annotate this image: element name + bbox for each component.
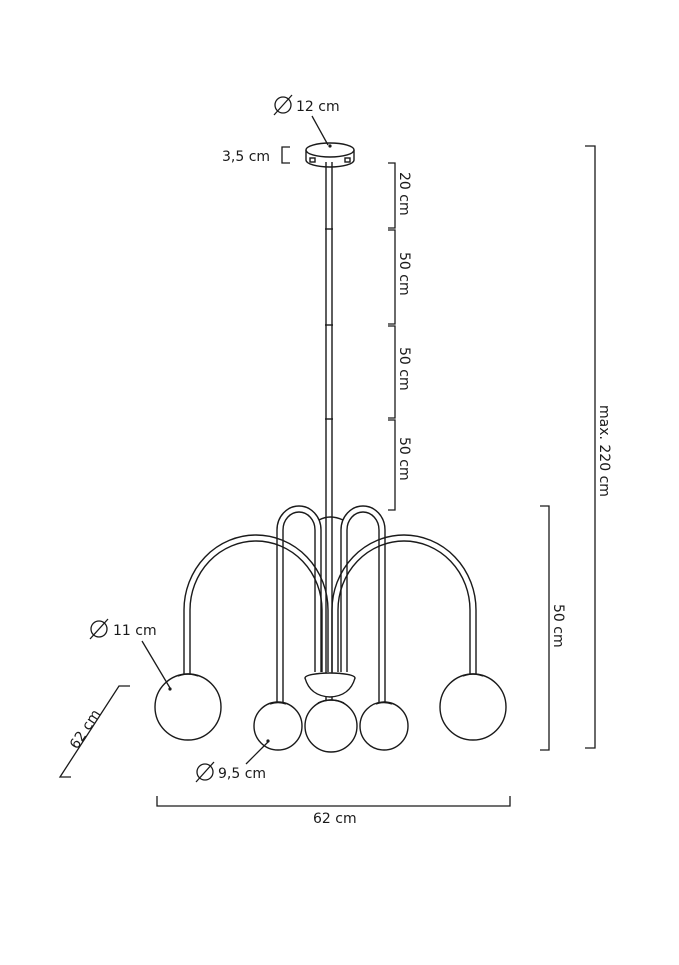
globe-large-right [439,673,507,741]
globe-center [304,697,358,753]
rod-segment-4-label: 50 cm [396,437,412,481]
large-globe-diameter-label: 11 cm [113,623,157,639]
small-globe-diameter-annotation: 9,5 cm [195,739,270,783]
lamp-arms [183,505,477,704]
canopy-diameter-label: 12 cm [296,99,340,115]
width-dimension: 62 cm [156,796,511,827]
ceiling-canopy [305,142,355,168]
rod-segment-2-label: 50 cm [396,252,412,296]
canopy-diameter-annotation: 12 cm [273,94,340,146]
bottom-cup [304,672,356,698]
body-height-label: 50 cm [550,604,566,648]
canopy-height-annotation: 3,5 cm [222,146,290,165]
width-label: 62 cm [313,811,357,827]
diameter-icon [273,94,293,116]
body-height-dimension: 50 cm [540,505,566,751]
depth-dimension: 62 cm [58,685,130,778]
rod-segment-1-label: 20 cm [396,172,412,216]
diameter-icon [195,761,215,783]
small-globe-diameter-label: 9,5 cm [218,766,266,782]
depth-label: 62 cm [67,707,104,752]
rod-segment-3-label: 50 cm [396,347,412,391]
max-height-dimension: max. 220 cm [585,145,612,749]
globe-small-right [359,701,409,751]
diameter-icon [89,618,109,640]
rod-segment-dimensions: 20 cm 50 cm 50 cm 50 cm [388,162,412,511]
large-globe-diameter-annotation: 11 cm [89,618,172,691]
max-height-label: max. 220 cm [596,405,612,497]
canopy-height-label: 3,5 cm [222,149,270,165]
globe-large-left [154,673,222,741]
globe-small-left [253,701,303,751]
